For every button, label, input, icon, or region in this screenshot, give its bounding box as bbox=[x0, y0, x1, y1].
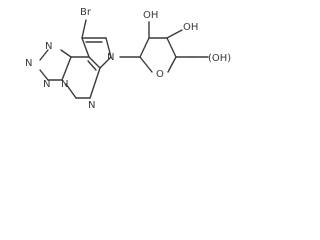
atom-n-tz4: N bbox=[61, 79, 68, 90]
bond-c3-oh bbox=[166, 29, 183, 39]
atom-n-tz2: N bbox=[25, 58, 32, 69]
atom-oh-2: OH bbox=[143, 10, 158, 21]
bond-c3-c4 bbox=[166, 37, 177, 58]
bond-c9b-n-tz bbox=[60, 49, 72, 58]
bond-n6-c7a bbox=[89, 67, 101, 99]
bond-c7a-c3a-double bbox=[87, 60, 97, 71]
bond-c2-n7 bbox=[105, 37, 112, 58]
atom-n-tz1: N bbox=[45, 41, 52, 52]
bond-c3-c3a bbox=[81, 37, 90, 58]
bond-n-tz-n-tz-2 bbox=[39, 69, 49, 81]
bond-o-c1 bbox=[139, 56, 153, 73]
atom-oh-5: (OH) bbox=[208, 53, 231, 64]
atom-o-ring: O bbox=[156, 69, 164, 80]
atom-labels: Br N N N N N N O OH OH (OH) bbox=[25, 7, 231, 111]
atom-n-tz3: N bbox=[43, 79, 50, 90]
chemical-structure: Br N N N N N N O OH OH (OH) bbox=[25, 7, 231, 111]
atom-n-pyrrole: N bbox=[107, 52, 114, 63]
bond-c1-c2 bbox=[139, 37, 150, 58]
bond-n-tz-n-tz bbox=[39, 49, 49, 61]
bond-c3-br bbox=[81, 19, 87, 39]
atom-oh-3: OH bbox=[183, 22, 198, 33]
bond-n-tz-c9b bbox=[61, 56, 72, 81]
atom-n-pyrimidine: N bbox=[88, 100, 95, 111]
atom-br: Br bbox=[80, 7, 92, 18]
bond-n-tz-c5 bbox=[65, 83, 77, 99]
bond-c4-o bbox=[167, 56, 177, 73]
bond-c7a-c3a bbox=[88, 56, 101, 69]
bond-n7-c7a bbox=[99, 56, 112, 69]
bonds bbox=[39, 19, 209, 99]
